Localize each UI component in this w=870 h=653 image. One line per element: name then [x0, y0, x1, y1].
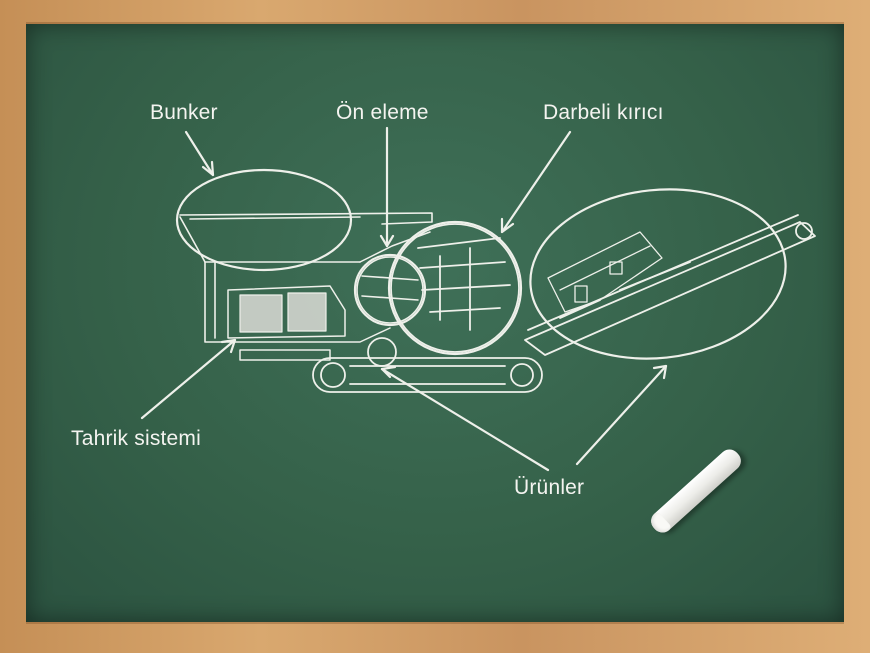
label-pre-screen: Ön eleme [336, 101, 429, 124]
arrow-crusher [500, 130, 572, 234]
prescreen-circle [353, 253, 427, 327]
crusher-circle [387, 220, 523, 356]
frame-inner-edge-top [26, 22, 844, 24]
magnet-separator [547, 231, 663, 313]
label-drive-system: Tahrik sistemi [71, 427, 201, 450]
frame-inner-edge-bottom [26, 622, 844, 624]
arrow-drive [140, 338, 237, 420]
output-conveyor [524, 214, 816, 356]
label-products: Ürünler [514, 476, 585, 499]
engine-grille [239, 292, 327, 333]
bunker-ellipse [175, 168, 353, 272]
impact-crusher-housing [390, 223, 520, 353]
crawler-track [312, 337, 543, 393]
label-impact-crusher: Darbeli kırıcı [543, 101, 664, 124]
products-ellipse [529, 188, 787, 360]
arrow-products-track [380, 367, 550, 472]
machine-chassis [224, 231, 431, 361]
arrow-bunker [184, 130, 215, 177]
chalkboard-surface [26, 24, 844, 622]
callout-ellipses [175, 168, 787, 360]
callout-arrows [140, 126, 668, 472]
arrow-products-conveyor [575, 364, 668, 466]
label-bunker: Bunker [150, 101, 218, 124]
